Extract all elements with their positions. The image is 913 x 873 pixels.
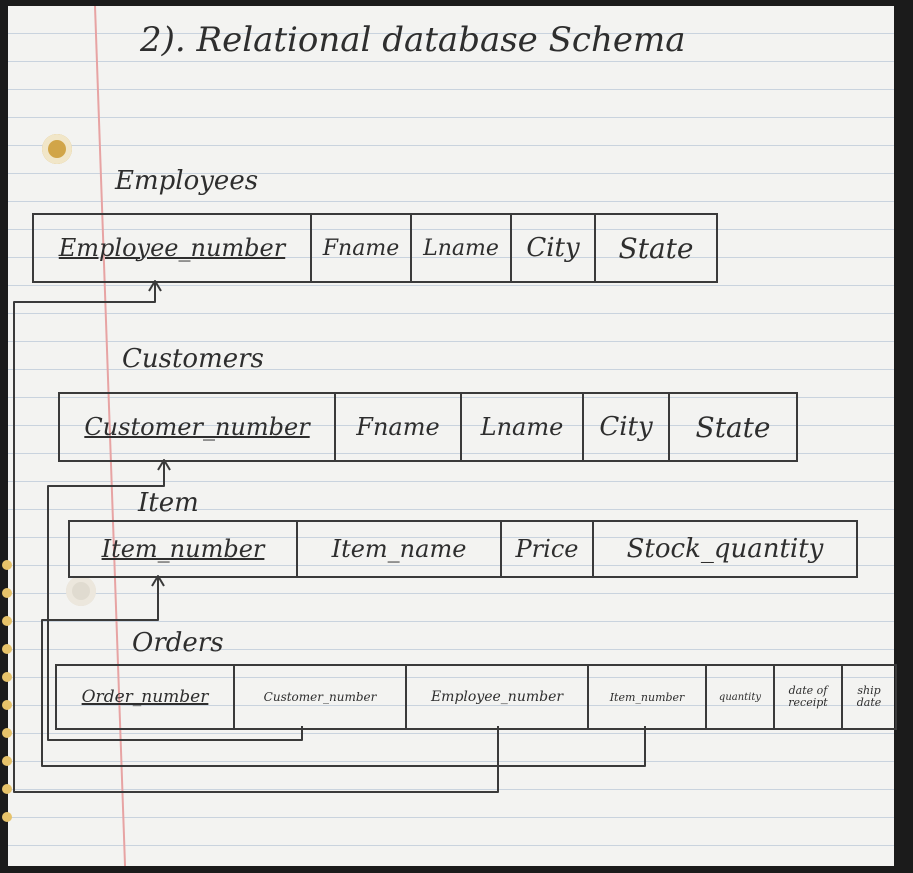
column-date-of-receipt: date of receipt — [775, 666, 843, 728]
link-item — [41, 576, 646, 767]
arrowhead-item — [151, 575, 165, 587]
link-customer — [47, 460, 303, 741]
column-label: City — [526, 233, 580, 263]
column-price: Price — [502, 522, 594, 576]
column-label: Stock_quantity — [626, 534, 824, 564]
table-employees: Employee_number Fname Lname City State — [32, 213, 718, 283]
column-item-number: Item_number — [589, 666, 707, 728]
column-label: Fname — [322, 235, 400, 261]
arrowhead-employee — [148, 280, 162, 292]
column-item-number: Item_number — [70, 522, 298, 576]
column-label: Fname — [356, 413, 440, 441]
column-label: Customer_number — [263, 690, 377, 704]
table-item: Item_number Item_name Price Stock_quanti… — [68, 520, 858, 578]
column-label: Lname — [423, 235, 499, 261]
notebook-paper — [8, 6, 894, 866]
column-label: State — [618, 231, 694, 265]
column-item-name: Item_name — [298, 522, 502, 576]
column-label: State — [695, 410, 771, 444]
column-customer-number: Customer_number — [235, 666, 407, 728]
column-lname: Lname — [412, 215, 512, 281]
column-label: City — [599, 412, 653, 442]
column-label: Employee_number — [58, 234, 286, 262]
link-employee — [13, 281, 499, 793]
column-employee-number: Employee_number — [407, 666, 589, 728]
table-name-orders: Orders — [132, 628, 224, 658]
column-ship-date: ship date — [843, 666, 895, 728]
table-customers: Customer_number Fname Lname City State — [58, 392, 798, 462]
column-customer-number: Customer_number — [60, 394, 336, 460]
column-state: State — [670, 394, 796, 460]
column-label: Order_number — [81, 687, 209, 707]
column-fname: Fname — [312, 215, 412, 281]
column-fname: Fname — [336, 394, 462, 460]
column-city: City — [512, 215, 596, 281]
table-name-customers: Customers — [122, 344, 264, 374]
column-label: Item_number — [609, 690, 685, 704]
spiral-binding — [0, 560, 14, 860]
table-name-employees: Employees — [115, 166, 259, 196]
table-name-item: Item — [138, 488, 199, 518]
column-label: quantity — [718, 691, 762, 703]
column-lname: Lname — [462, 394, 584, 460]
column-label: Item_name — [331, 535, 467, 563]
column-label: Employee_number — [430, 689, 564, 705]
column-label: Price — [515, 535, 579, 563]
punch-hole — [42, 134, 72, 164]
column-city: City — [584, 394, 670, 460]
column-state: State — [596, 215, 716, 281]
punch-hole — [66, 576, 96, 606]
column-label: Customer_number — [84, 413, 310, 441]
column-label: date of receipt — [788, 684, 828, 709]
column-label: ship date — [856, 684, 882, 709]
column-stock-quantity: Stock_quantity — [594, 522, 856, 576]
column-label: Lname — [480, 413, 564, 441]
table-orders: Order_number Customer_number Employee_nu… — [55, 664, 897, 730]
column-order-number: Order_number — [57, 666, 235, 728]
column-employee-number: Employee_number — [34, 215, 312, 281]
arrowhead-customer — [157, 459, 171, 471]
page-title: 2). Relational database Schema — [140, 20, 686, 60]
column-label: Item_number — [101, 535, 265, 563]
column-quantity: quantity — [707, 666, 775, 728]
